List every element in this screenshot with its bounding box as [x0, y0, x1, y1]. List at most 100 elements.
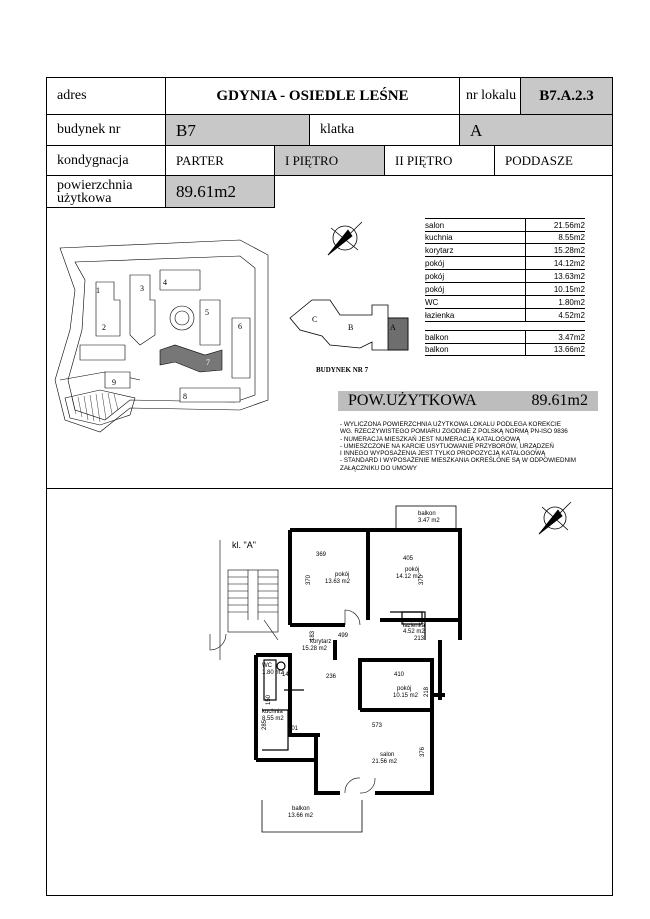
- room-area: 14.12 m2: [396, 574, 422, 580]
- building-number: 3: [140, 284, 144, 293]
- dimension-label: 285: [262, 719, 268, 730]
- nr-lokalu-value-cell: B7.A.2.3: [520, 77, 613, 115]
- klatka-label: klatka: [320, 122, 355, 137]
- dimension-label: 369: [316, 552, 327, 558]
- room-area: 13.63 m2: [325, 579, 351, 585]
- stair-label: A: [390, 323, 396, 332]
- room-label: łazienka: [403, 623, 426, 629]
- note-line: - WYLICZONA POWIERZCHNIA UŻYTKOWA LOKALU…: [340, 421, 561, 428]
- dimension-label: 236: [326, 674, 337, 680]
- nr-lokalu-value: B7.A.2.3: [539, 87, 594, 104]
- building-number: 8: [183, 392, 187, 401]
- note-line: ZAŁĄCZNIKU DO UMOWY: [340, 464, 417, 472]
- klatka-value-cell: A: [459, 114, 613, 146]
- room-area: 1.80 m2: [262, 670, 284, 676]
- level-poddasze: PODDASZE: [494, 145, 613, 176]
- note-line: WG. RZECZYWISTEGO POMIARU ZGODNIE Z POLS…: [340, 428, 568, 436]
- building-key-plan: [289, 299, 409, 351]
- room-label: balkon: [292, 806, 310, 812]
- building-number: 1: [96, 286, 100, 295]
- room-label: WC: [262, 663, 273, 669]
- dimension-label: 370: [306, 574, 312, 585]
- stair-label: C: [312, 315, 317, 324]
- building-number: 2: [102, 323, 106, 332]
- powierzchnia-label-1: powierzchnia: [57, 177, 133, 193]
- room-area: 13.66 m2: [288, 813, 314, 819]
- adres-label: adres: [57, 88, 87, 103]
- note-line: - STANDARD I WYPOSAŻENIE MIESZKANIA OKRE…: [340, 457, 577, 465]
- klatka-value: A: [470, 120, 483, 140]
- dimension-label: 410: [394, 672, 405, 678]
- dimension-label: 150: [266, 694, 272, 705]
- door-swings: [209, 609, 376, 794]
- dimension-label: 573: [372, 723, 383, 729]
- dimension-label: 499: [338, 633, 349, 639]
- dimension-label: 140: [282, 672, 293, 678]
- note-line: - UMIESZCZONE NA KARCIE USYTUOWANIE PRZY…: [340, 442, 554, 450]
- pow-uzytkowa-box: POW.UŻYTKOWA 89.61m2: [338, 391, 598, 411]
- dimension-label: 218: [424, 686, 430, 697]
- dimension-label: 301: [288, 726, 299, 732]
- north-arrow-icon: [538, 501, 572, 535]
- room-label: pokój: [335, 572, 349, 578]
- room-label: salon: [380, 752, 394, 758]
- building-number: 9: [112, 378, 116, 387]
- north-arrow-icon: [327, 221, 363, 256]
- budynek-value: B7: [176, 120, 196, 140]
- stair-label: B: [348, 323, 353, 332]
- powierzchnia-value-cell: 89.61m2: [165, 175, 275, 208]
- room-area: 4.52 m2: [403, 629, 425, 635]
- room-area: 15.28 m2: [302, 646, 328, 652]
- dimension-label: 405: [403, 556, 414, 562]
- room-label: kuchnia: [262, 709, 283, 715]
- building-caption: BUDYNEK NR 7: [316, 366, 369, 374]
- room-area: 8.55 m2: [262, 716, 284, 722]
- kondygnacja-label: kondygnacja: [57, 152, 129, 168]
- building-number: 5: [205, 308, 209, 317]
- budynek-label: budynek nr: [57, 122, 121, 137]
- powierzchnia-label-cell: powierzchnia użytkowa: [46, 175, 166, 208]
- dimension-label: 376: [420, 746, 426, 757]
- powierzchnia-label-2: użytkowa: [57, 190, 112, 206]
- level-i-pietro: I PIĘTRO: [274, 145, 385, 176]
- pow-uzytkowa-value: 89.61m2: [531, 392, 588, 409]
- room-area: 3.47 m2: [418, 518, 440, 524]
- dimension-label: 370: [419, 574, 425, 585]
- walls: [254, 528, 462, 795]
- room-area: 10.15 m2: [393, 693, 419, 699]
- note-line: I INNEGO WYPOSAŻENIA JEST TYLKO PROPOZYC…: [340, 450, 546, 458]
- powierzchnia-value: 89.61m2: [176, 182, 236, 201]
- site-plan: [54, 239, 269, 433]
- floor-plan: [209, 505, 462, 833]
- building-number: 6: [238, 322, 242, 331]
- building-number: 4: [163, 278, 167, 287]
- room-label: korytarz: [310, 639, 331, 645]
- pow-uzytkowa-label: POW.UŻYTKOWA: [348, 392, 477, 409]
- room-area: 21.56 m2: [372, 759, 398, 765]
- note-line: - NUMERACJA MIESZKAŃ JEST NUMERACJĄ KATA…: [340, 435, 521, 443]
- dimension-label: 213: [414, 636, 425, 642]
- section-divider: [46, 488, 613, 489]
- adres-value: GDYNIA - OSIEDLE LEŚNE: [216, 87, 409, 104]
- staircase: [219, 540, 279, 660]
- dimension-label: 183: [310, 630, 316, 641]
- room-label: pokój: [405, 567, 419, 573]
- balcony-outline: [261, 505, 457, 833]
- room-label: balkon: [418, 511, 436, 517]
- room-label: pokój: [397, 686, 411, 692]
- nr-lokalu-label: nr lokalu: [466, 88, 517, 103]
- building-number: 7: [206, 358, 210, 367]
- klatka-marker: kl. "A": [232, 540, 256, 550]
- notes-list: - WYLICZONA POWIERZCHNIA UŻYTKOWA LOKALU…: [340, 421, 610, 472]
